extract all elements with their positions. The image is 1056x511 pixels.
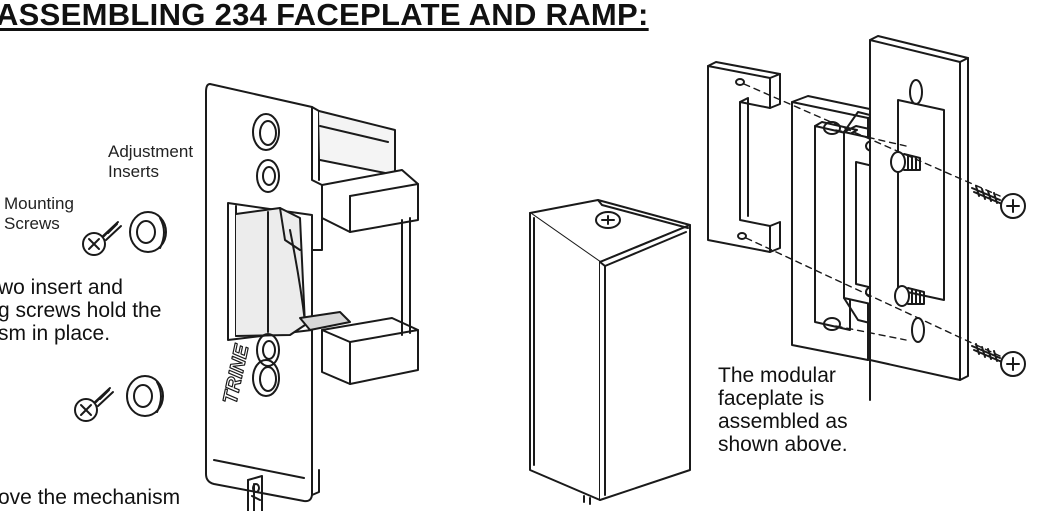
faceplate-screw-upper-icon <box>971 185 1026 219</box>
modular-faceplate <box>869 35 969 401</box>
mounting-screw-lower-icon <box>74 387 114 422</box>
caption-line2: faceplate is <box>718 387 825 410</box>
mounting-screws-label: Mounting Screws <box>4 194 74 234</box>
left-text-line2: g screws hold the <box>0 299 162 322</box>
strike-module-box <box>529 199 691 505</box>
left-text-line3: sm in place. <box>0 322 111 345</box>
bottom-instruction-text: ove the mechanism <box>0 486 181 509</box>
caption-line4: shown above. <box>718 433 848 456</box>
left-text-line1: wo insert and <box>0 276 123 299</box>
faceplate-screw-lower-icon <box>971 343 1026 377</box>
back-bracket <box>707 61 781 253</box>
assembly-guide-lines <box>743 83 1001 357</box>
page-heading: ASSEMBLING 234 FACEPLATE AND RAMP: <box>0 0 649 32</box>
adjustment-inserts-label: Adjustment Inserts <box>108 142 193 182</box>
adjustment-insert-upper-icon <box>129 211 167 253</box>
mounting-label-line2: Screws <box>4 214 60 233</box>
strike-body-illustration <box>205 83 419 503</box>
caption-line3: assembled as <box>718 410 848 433</box>
adjustment-label-line1: Adjustment <box>108 142 194 161</box>
left-instruction-text: wo insert and g screws hold the sm in pl… <box>0 276 161 345</box>
faceplate-caption: The modular faceplate is assembled as sh… <box>718 364 848 456</box>
caption-line1: The modular <box>718 364 836 387</box>
mounting-label-line1: Mounting <box>4 194 74 213</box>
spring-screw-lower-icon <box>894 285 925 307</box>
mounting-screw-upper-icon <box>82 221 122 256</box>
adjustment-label-line2: Inserts <box>108 162 160 181</box>
adjustment-insert-lower-icon <box>126 375 164 417</box>
ramp-bracket-icon <box>247 475 263 511</box>
